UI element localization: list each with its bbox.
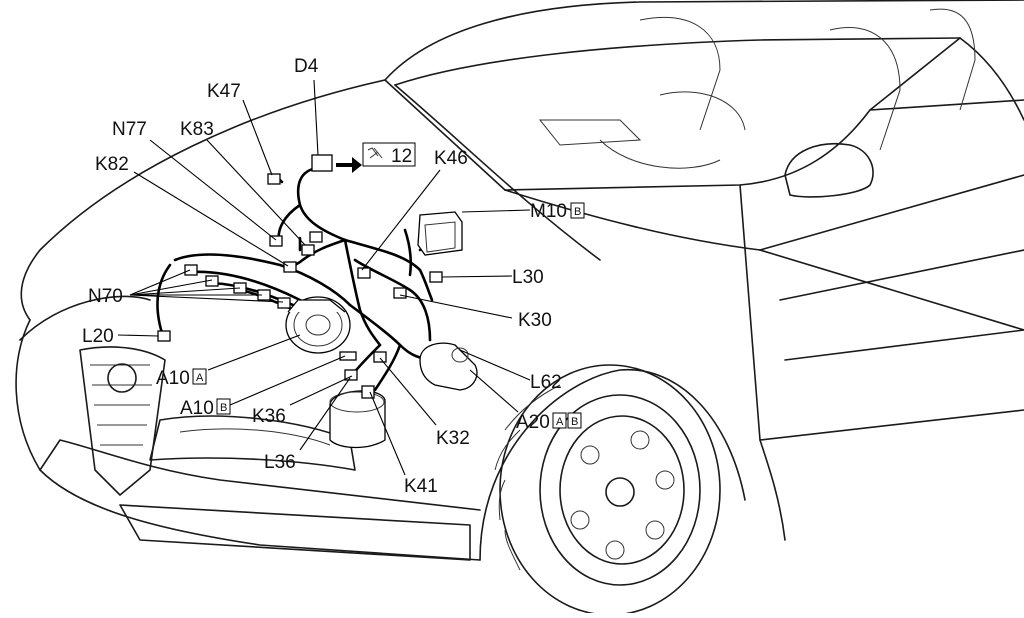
components	[157, 154, 478, 449]
label-k30: K30	[518, 310, 552, 331]
label-a20-box1: A	[556, 416, 564, 428]
labels: D4 K47 N77 K83 K82 K46 M10 B L30 N70 K30…	[82, 56, 585, 497]
label-n77: N77	[112, 119, 147, 140]
connector-detail-icon	[367, 147, 383, 159]
label-m10-box: B	[574, 206, 581, 218]
label-k83: K83	[180, 119, 214, 140]
label-a10-b-box-frame	[216, 398, 231, 415]
front-wheel	[494, 364, 721, 616]
label-k82: K82	[95, 154, 129, 175]
leader-lines	[117, 79, 531, 476]
reference-box-12-frame	[362, 142, 416, 167]
label-a20: A20	[516, 412, 550, 433]
car-body-outline	[15, 0, 1024, 561]
label-k46: K46	[434, 148, 468, 169]
reference-12: 12	[391, 146, 412, 167]
label-k41: K41	[404, 476, 438, 497]
label-k47: K47	[207, 81, 241, 102]
label-k36: K36	[252, 406, 286, 427]
wiring-harness	[156, 158, 457, 392]
label-a20-box2-frame	[567, 412, 582, 429]
label-n70: N70	[88, 286, 123, 307]
label-k32: K32	[436, 428, 470, 449]
label-a20-box2: B	[571, 416, 578, 428]
label-l36: L36	[264, 452, 296, 473]
label-m10-box-frame	[570, 202, 585, 219]
label-d4: D4	[294, 56, 319, 77]
label-a10-b-box: B	[220, 402, 227, 414]
label-a10-a-box-frame	[192, 368, 207, 385]
label-a10-a: A10	[156, 368, 190, 389]
label-m10: M10	[530, 201, 567, 222]
label-a10-a-box: A	[196, 372, 204, 384]
label-l62: L62	[530, 372, 562, 393]
label-l30: L30	[512, 267, 544, 288]
label-a20-box1-frame	[552, 412, 567, 429]
label-l20: L20	[82, 326, 114, 347]
label-a10-b: A10	[180, 398, 214, 419]
